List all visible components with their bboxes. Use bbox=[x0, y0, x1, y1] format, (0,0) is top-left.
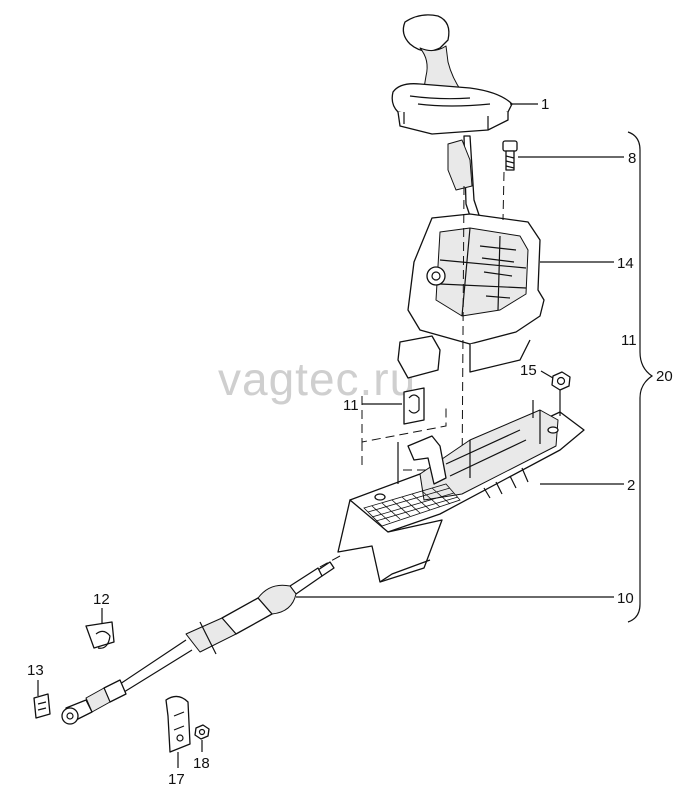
callout-18: 18 bbox=[193, 755, 210, 772]
callout-13: 13 bbox=[27, 662, 44, 679]
part-15-nut[interactable] bbox=[551, 371, 571, 391]
part-2-base-housing[interactable] bbox=[337, 390, 585, 583]
callout-12: 12 bbox=[93, 591, 110, 608]
callout-15: 15 bbox=[520, 362, 537, 379]
callout-17: 17 bbox=[168, 771, 185, 788]
group-bracket-20 bbox=[627, 131, 654, 623]
watermark-text: vagtec.ru bbox=[218, 353, 416, 405]
part-13-retaining-clip[interactable] bbox=[33, 693, 51, 719]
callout-14: 14 bbox=[617, 255, 634, 272]
callout-20: 20 bbox=[656, 368, 673, 385]
part-17-bracket[interactable] bbox=[165, 695, 191, 753]
part-14-selector-mechanism[interactable] bbox=[397, 135, 545, 379]
part-12-clip[interactable] bbox=[85, 621, 115, 649]
callout-2: 2 bbox=[627, 477, 635, 494]
callout-1: 1 bbox=[541, 96, 549, 113]
part-11-clip[interactable] bbox=[403, 387, 425, 425]
callout-8: 8 bbox=[628, 150, 636, 167]
part-8-bolt[interactable] bbox=[502, 140, 518, 171]
part-10-shift-cable[interactable] bbox=[61, 555, 341, 725]
leader-15 bbox=[540, 370, 554, 379]
callout-11-left: 11 bbox=[343, 397, 359, 414]
part-18-nut[interactable] bbox=[194, 724, 210, 740]
callout-10: 10 bbox=[617, 590, 634, 607]
callout-11-right: 11 bbox=[621, 332, 637, 349]
assembly-guide-lines bbox=[361, 171, 505, 481]
part-1-shift-knob[interactable] bbox=[391, 14, 513, 135]
